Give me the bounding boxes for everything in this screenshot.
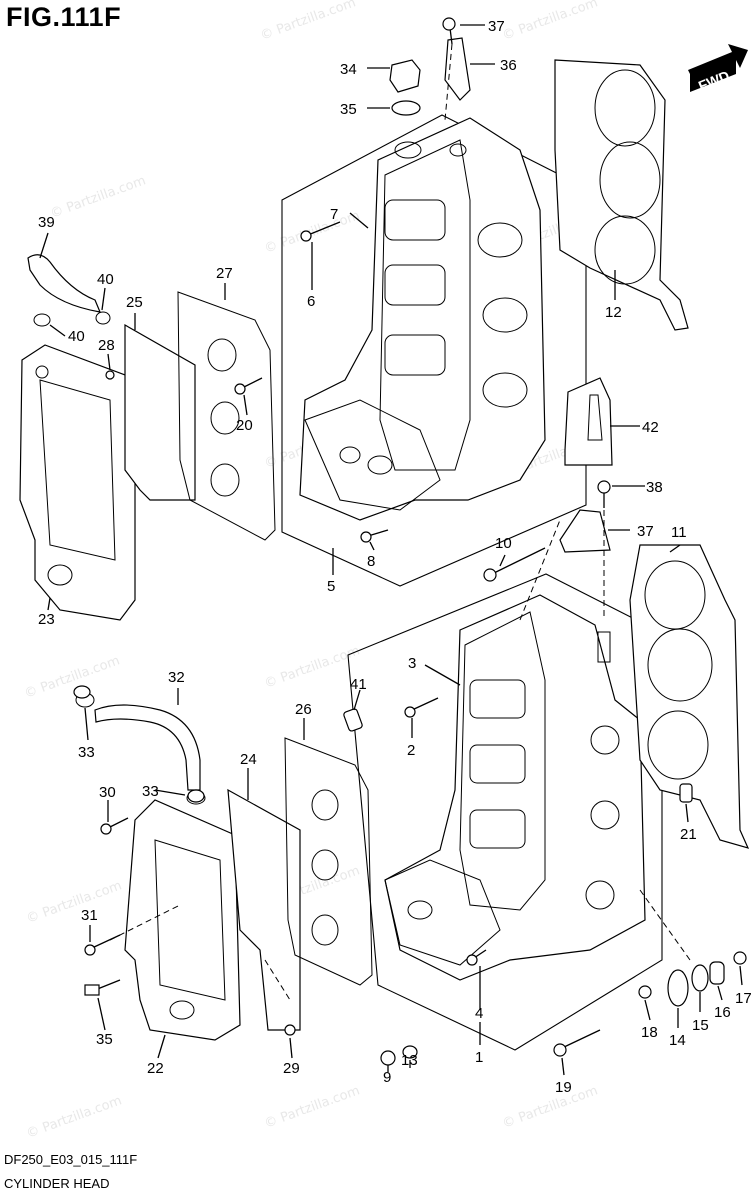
- callout: 22: [147, 1060, 164, 1077]
- sensor-36: [84, 979, 121, 996]
- callout: 26: [295, 701, 312, 718]
- callout: 30: [99, 784, 116, 801]
- cover-seal-lower: [284, 737, 373, 986]
- callout: 25: [126, 294, 143, 311]
- plug-29: [284, 1024, 296, 1036]
- bracket-upper: [444, 37, 471, 101]
- callout: 33: [142, 783, 159, 800]
- cover-14: [667, 969, 689, 1007]
- callout: 37: [488, 18, 505, 35]
- callout: 14: [669, 1032, 686, 1049]
- bolt-10: [483, 547, 546, 582]
- callout: 31: [81, 907, 98, 924]
- callout: 40: [97, 271, 114, 288]
- callout: 13: [401, 1052, 418, 1069]
- callout: 20: [236, 417, 253, 434]
- callout: 42: [642, 419, 659, 436]
- bracket: [564, 377, 613, 466]
- dowel-21: [679, 783, 693, 803]
- bolt-4: [466, 949, 487, 966]
- callout: 1: [475, 1049, 483, 1066]
- callout: 18: [641, 1024, 658, 1041]
- callout: 33: [78, 744, 95, 761]
- figure-caption: CYLINDER HEAD: [4, 1176, 110, 1191]
- gasket-15: [691, 964, 709, 992]
- head-cover-upper: [19, 344, 136, 621]
- cylinder-head-upper: [281, 114, 587, 587]
- callout: 36: [500, 57, 517, 74]
- callout: 17: [735, 990, 752, 1007]
- callout: 8: [367, 553, 375, 570]
- callout: 9: [383, 1069, 391, 1086]
- callout: 41: [350, 676, 367, 693]
- callout: 35: [96, 1031, 113, 1048]
- bolt-17: [733, 951, 747, 965]
- callout: 4: [475, 1005, 483, 1022]
- callout: 29: [283, 1060, 300, 1077]
- plug-28: [105, 370, 115, 380]
- cover-gasket-upper: [124, 323, 196, 501]
- cylinder-head-lower: [347, 573, 663, 1051]
- bolt-38b: [597, 480, 611, 508]
- dowel-41: [343, 708, 363, 732]
- bolt-2: [404, 697, 439, 718]
- plug-9: [380, 1050, 396, 1066]
- oil-filler-cap: [389, 59, 421, 93]
- callout: 6: [307, 293, 315, 310]
- head-gasket-lower: [629, 544, 750, 849]
- callout: 2: [407, 742, 415, 759]
- head-gasket-upper: [554, 59, 689, 331]
- dashed-guides: [109, 43, 691, 1001]
- head-cover-lower: [124, 799, 241, 1041]
- callout: 5: [327, 578, 335, 595]
- bolt-18: [638, 985, 652, 999]
- callout: 21: [680, 826, 697, 843]
- callout: 11: [671, 524, 687, 541]
- callout: 35: [340, 101, 357, 118]
- figure-code: DF250_E03_015_111F: [4, 1152, 138, 1167]
- bolt-19: [553, 1029, 601, 1057]
- washer-13: [402, 1045, 418, 1059]
- cap-16: [709, 961, 725, 985]
- bolt-6: [300, 221, 341, 242]
- bolt-8: [360, 529, 389, 543]
- callout: 3: [408, 655, 416, 672]
- callout: 27: [216, 265, 233, 282]
- hose-upper: [27, 254, 111, 327]
- callout-labels: 37 36 34 35 7 6 12 42 38 37 11 10 8 5 3 …: [38, 18, 752, 1096]
- callout: 23: [38, 611, 55, 628]
- clamp-33a: [73, 685, 91, 699]
- callout: 12: [605, 304, 622, 321]
- o-ring: [391, 100, 421, 116]
- hose-lower: [75, 692, 206, 805]
- bolt-30: [100, 817, 129, 835]
- cover-gasket-lower: [227, 788, 301, 1031]
- bolt-31: [84, 934, 121, 956]
- figure-title: FIG.111F: [6, 2, 122, 32]
- callout: 19: [555, 1079, 572, 1096]
- callout: 7: [330, 206, 338, 223]
- fwd-arrow-icon: FWD: [688, 44, 748, 94]
- callout: 24: [240, 751, 257, 768]
- callout: 37: [637, 523, 654, 540]
- callout: 28: [98, 337, 115, 354]
- callout: 38: [646, 479, 663, 496]
- callout: 10: [495, 535, 512, 552]
- bracket-lower: [559, 509, 611, 553]
- callout: 15: [692, 1017, 709, 1034]
- callout: 32: [168, 669, 185, 686]
- callout: 34: [340, 61, 357, 78]
- clamp-33b: [187, 789, 205, 803]
- callout: 39: [38, 214, 55, 231]
- callout: 16: [714, 1004, 731, 1021]
- callout: 40: [68, 328, 85, 345]
- bolt-38a: [442, 17, 456, 45]
- cover-seal-upper: [177, 291, 276, 541]
- bolt-20: [234, 377, 263, 395]
- leader-lines: [39, 24, 743, 1076]
